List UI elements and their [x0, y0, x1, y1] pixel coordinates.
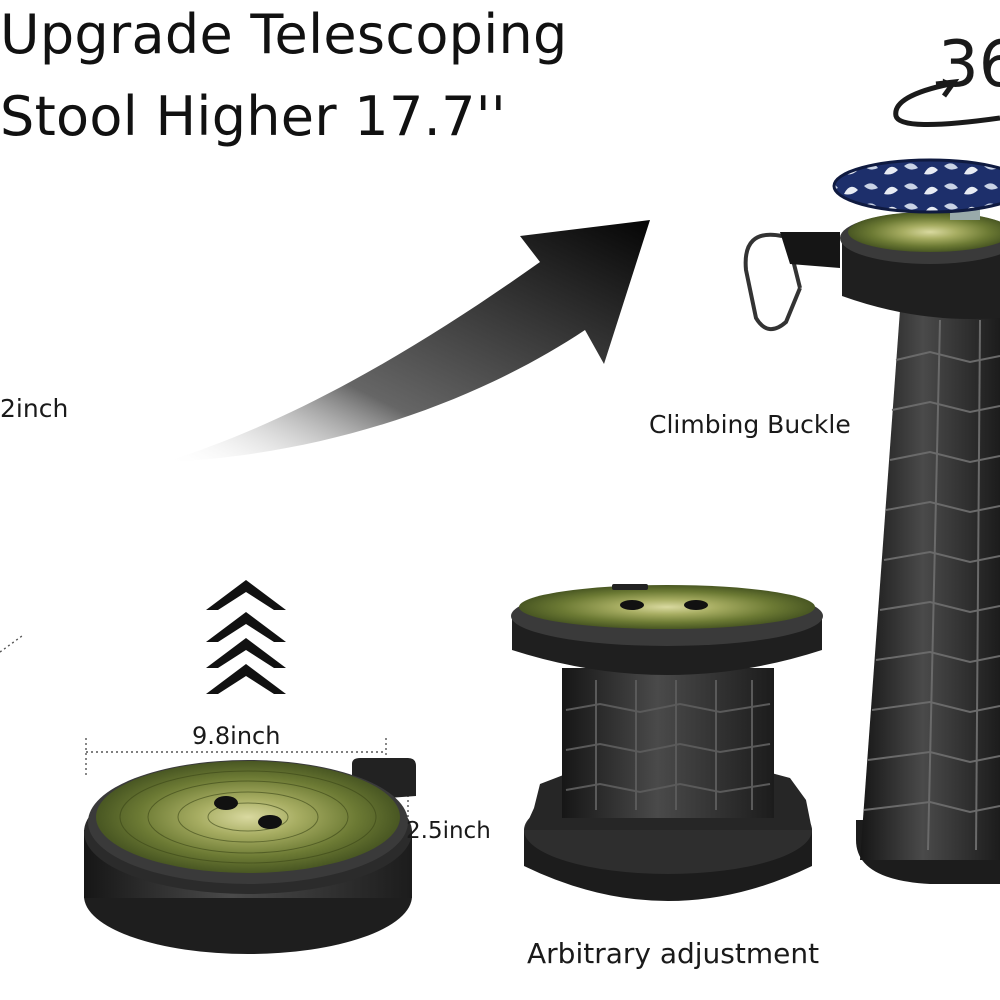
extended-stool	[832, 158, 1000, 884]
rotation-badge-text: 36	[938, 28, 1000, 102]
headline-line-1: Upgrade Telescoping	[0, 3, 568, 66]
collapsed-height-label: 2.5inch	[406, 818, 491, 844]
rotate-360-icon	[893, 78, 1000, 128]
diameter-label: 9.8inch	[192, 722, 281, 750]
seat-cushion	[832, 158, 1000, 214]
dimension-line-fragment	[0, 635, 23, 653]
extended-height-label: 2inch	[0, 394, 69, 423]
collapsed-stool	[84, 758, 416, 954]
headline-line-2: Stool Higher 17.7''	[0, 85, 507, 148]
headline: Upgrade Telescoping Stool Higher 17.7''	[0, 0, 568, 158]
climbing-buckle-label: Climbing Buckle	[649, 410, 851, 439]
medium-stool	[511, 584, 823, 901]
climbing-buckle-strap	[780, 232, 840, 268]
stacked-chevrons-up-icon	[206, 580, 286, 694]
arbitrary-adjustment-label: Arbitrary adjustment	[527, 937, 820, 970]
curved-arrow-icon	[165, 220, 650, 462]
